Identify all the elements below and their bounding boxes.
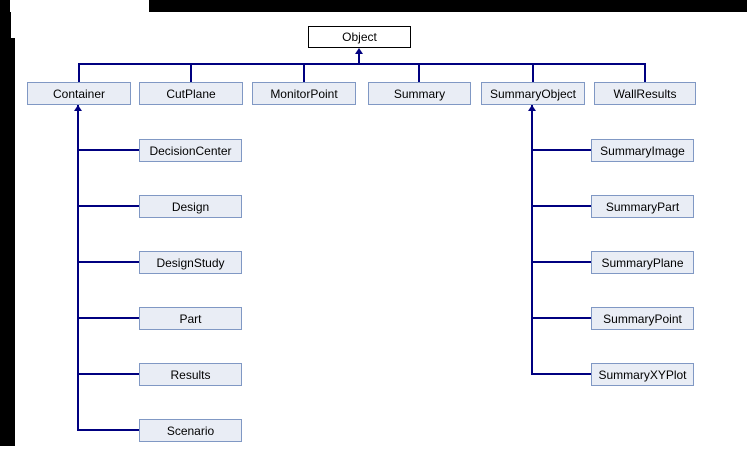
- connector-branch-scenario: [77, 429, 139, 431]
- node-results[interactable]: Results: [139, 363, 242, 386]
- connector-branch-summaryplane: [531, 261, 591, 263]
- node-scenario[interactable]: Scenario: [139, 419, 242, 442]
- node-object: Object: [308, 26, 411, 48]
- node-container[interactable]: Container: [27, 82, 131, 105]
- inheritance-arrow-container: [74, 105, 82, 111]
- connector-branch-designstudy: [77, 261, 139, 263]
- node-summary[interactable]: Summary: [368, 82, 471, 105]
- connector-branch-part: [77, 317, 139, 319]
- connector-branch-summarypart: [531, 205, 591, 207]
- connector-stub-cutplane: [190, 63, 192, 82]
- connector-stub-wallresults: [644, 63, 646, 82]
- connector-top-bus: [78, 63, 646, 65]
- node-summaryimage[interactable]: SummaryImage: [591, 139, 694, 162]
- connector-branch-summarypoint: [531, 317, 591, 319]
- top-white-fragment: [10, 0, 149, 12]
- bottom-white-strip: [0, 446, 747, 449]
- node-summarypart[interactable]: SummaryPart: [591, 195, 694, 218]
- connector-branch-decisioncenter: [77, 149, 139, 151]
- connector-branch-results: [77, 373, 139, 375]
- node-design[interactable]: Design: [139, 195, 242, 218]
- connector-stub-monitorpoint: [303, 63, 305, 82]
- connector-branch-design: [77, 205, 139, 207]
- node-cutplane[interactable]: CutPlane: [139, 82, 243, 105]
- node-summaryobject[interactable]: SummaryObject: [481, 82, 585, 105]
- inheritance-arrow-summaryobject: [528, 105, 536, 111]
- node-monitorpoint[interactable]: MonitorPoint: [252, 82, 356, 105]
- connector-stub-container: [78, 63, 80, 82]
- connector-object-stem: [358, 52, 360, 64]
- connector-stub-summaryobject: [532, 63, 534, 82]
- connector-trunk-summaryobject: [531, 105, 533, 375]
- node-summaryxyplot[interactable]: SummaryXYPlot: [591, 363, 694, 386]
- connector-branch-summaryxyplot: [531, 373, 591, 375]
- inheritance-arrow-object: [355, 48, 363, 54]
- node-designstudy[interactable]: DesignStudy: [139, 251, 242, 274]
- node-part[interactable]: Part: [139, 307, 242, 330]
- connector-trunk-container: [77, 105, 79, 431]
- node-summarypoint[interactable]: SummaryPoint: [591, 307, 694, 330]
- node-wallresults[interactable]: WallResults: [594, 82, 696, 105]
- connector-stub-summary: [418, 63, 420, 82]
- connector-branch-summaryimage: [531, 149, 591, 151]
- node-decisioncenter[interactable]: DecisionCenter: [139, 139, 242, 162]
- node-summaryplane[interactable]: SummaryPlane: [591, 251, 694, 274]
